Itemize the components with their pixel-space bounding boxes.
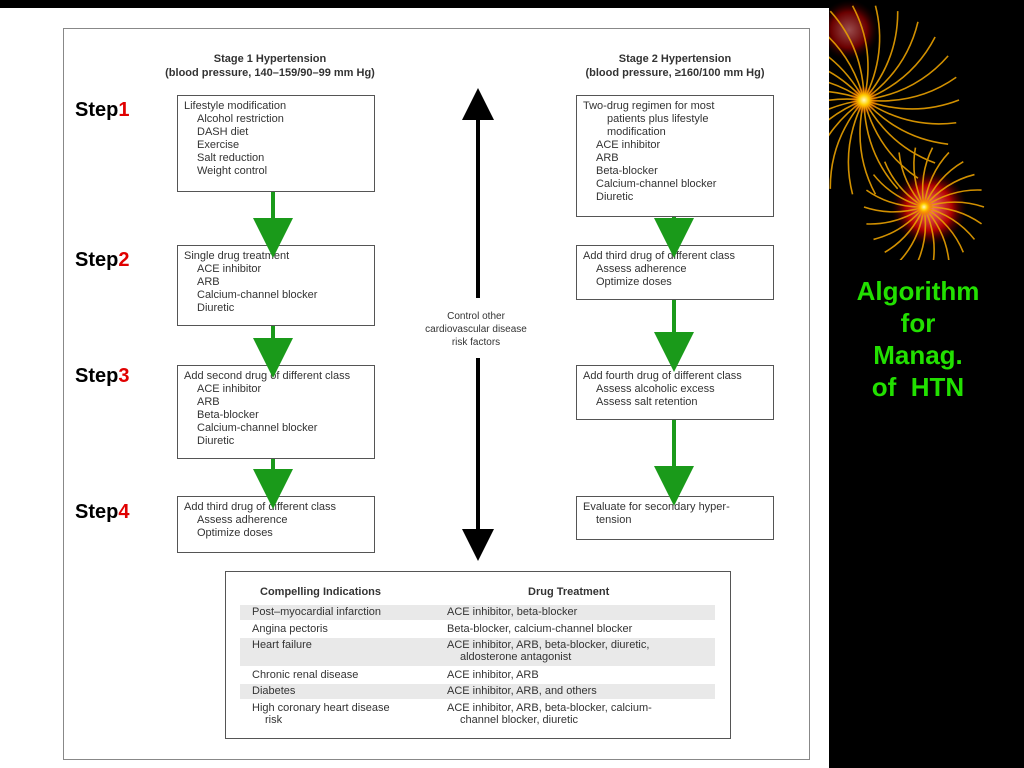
stage2-box-3: Add fourth drug of different class Asses… [576, 365, 774, 420]
table-row: Diabetes ACE inhibitor, ARB, and others [240, 684, 715, 699]
stage1-subtitle: (blood pressure, 140–159/90–99 mm Hg) [165, 67, 375, 79]
stage1-title: Stage 1 Hypertension [213, 53, 327, 65]
slide-title: Algorithm for Manag. of HTN [818, 275, 1018, 403]
stage2-subtitle: (blood pressure, ≥160/100 mm Hg) [585, 67, 765, 79]
table-row: Post–myocardial infarction ACE inhibitor… [240, 605, 715, 620]
col-header-indications: Compelling Indications [260, 586, 382, 598]
table-row: Chronic renal disease ACE inhibitor, ARB [252, 669, 539, 681]
step-1-label: Step1 [75, 99, 130, 121]
slide-title-line: for [900, 308, 936, 338]
col-header-drug-treatment: Drug Treatment [528, 586, 610, 598]
stage1-step3-box: Add second drug of different class ACE i… [177, 365, 375, 459]
step-3-label: Step3 [75, 365, 130, 387]
stage2-box-1: Two-drug regimen for most patients plus … [576, 95, 774, 217]
control-risk-factors-note: Control other cardiovascular disease ris… [408, 310, 544, 349]
figure-frame [63, 28, 810, 760]
table-row: Heart failure ACE inhibitor, ARB, beta-b… [240, 638, 715, 666]
stage2-header: Stage 2 Hypertension (blood pressure, ≥1… [555, 52, 795, 80]
slide-title-line: Algorithm [856, 276, 980, 306]
compelling-indications-table: Compelling Indications Drug Treatment Po… [225, 571, 731, 739]
slide-title-line: of HTN [871, 372, 965, 402]
stage2-title: Stage 2 Hypertension [618, 53, 732, 65]
slide-title-line: Manag. [873, 340, 963, 370]
step-4-label: Step4 [75, 501, 130, 523]
step-2-label: Step2 [75, 249, 130, 271]
stage1-step1-box: Lifestyle modification Alcohol restricti… [177, 95, 375, 192]
stage1-header: Stage 1 Hypertension (blood pressure, 14… [140, 52, 400, 80]
fireworks-decoration [829, 0, 985, 260]
table-row: Angina pectoris Beta-blocker, calcium-ch… [252, 623, 633, 635]
